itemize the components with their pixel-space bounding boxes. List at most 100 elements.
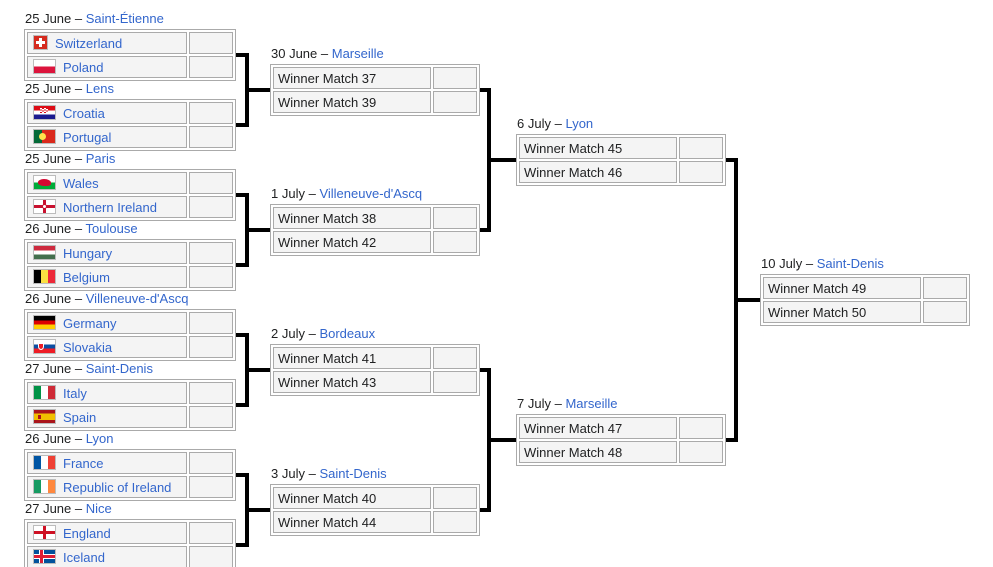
venue-link[interactable]: Lens: [85, 81, 114, 96]
match-table: Winner Match 47 Winner Match 48: [516, 414, 726, 466]
match-header: 6 July – Lyon: [517, 117, 726, 131]
venue-link[interactable]: Toulouse: [85, 221, 138, 236]
score-cell: [433, 347, 477, 369]
venue-link[interactable]: Saint-Denis: [85, 361, 153, 376]
germany-flag-icon: [33, 315, 56, 330]
separator: –: [554, 396, 562, 411]
match-date: 25 June: [25, 11, 72, 26]
connector-line: [245, 508, 270, 512]
score-cell: [189, 102, 233, 124]
team-link[interactable]: France: [63, 456, 104, 471]
team-row: Germany: [27, 312, 233, 334]
separator: –: [74, 431, 83, 446]
separator: –: [74, 501, 83, 516]
wales-flag-icon: [33, 175, 56, 190]
venue-link[interactable]: Marseille: [331, 46, 384, 61]
team-row: Winner Match 46: [519, 161, 723, 183]
team-link[interactable]: Slovakia: [63, 340, 113, 355]
venue-link[interactable]: Bordeaux: [319, 326, 376, 341]
match-date: 25 June: [25, 151, 72, 166]
team-cell: Iceland: [27, 546, 187, 567]
venue-link[interactable]: Paris: [85, 151, 116, 166]
team-row: Republic of Ireland: [27, 476, 233, 498]
team-link[interactable]: Belgium: [63, 270, 110, 285]
team-cell: Germany: [27, 312, 187, 334]
team-link[interactable]: Northern Ireland: [63, 200, 157, 215]
team-link[interactable]: Germany: [63, 316, 117, 331]
venue-link[interactable]: Nice: [85, 501, 112, 516]
separator: –: [74, 151, 83, 166]
score-cell: [679, 441, 723, 463]
england-flag-icon: [33, 525, 56, 540]
match-table: Winner Match 45 Winner Match 46: [516, 134, 726, 186]
team-link[interactable]: Portugal: [63, 130, 112, 145]
team-cell: Winner Match 49: [763, 277, 921, 299]
match-table: Winner Match 40 Winner Match 44: [270, 484, 480, 536]
match-table: Hungary Belgium: [24, 239, 236, 291]
team-link[interactable]: Republic of Ireland: [63, 480, 172, 495]
winner-placeholder: Winner Match 40: [278, 490, 377, 506]
belgium-flag-icon: [33, 269, 56, 284]
connector-line: [480, 88, 491, 92]
team-link[interactable]: England: [63, 526, 111, 541]
team-link[interactable]: Switzerland: [55, 36, 123, 51]
team-cell: Belgium: [27, 266, 187, 288]
team-link[interactable]: Italy: [63, 386, 87, 401]
score-cell: [679, 137, 723, 159]
team-link[interactable]: Poland: [63, 60, 104, 75]
team-cell: Republic of Ireland: [27, 476, 187, 498]
team-row: Winner Match 48: [519, 441, 723, 463]
match-final: 10 July – Saint-Denis Winner Match 49 Wi…: [760, 257, 970, 326]
team-cell: Winner Match 42: [273, 231, 431, 253]
team-row: Slovakia: [27, 336, 233, 358]
match-table: Winner Match 38 Winner Match 42: [270, 204, 480, 256]
team-cell: Winner Match 40: [273, 487, 431, 509]
venue-link[interactable]: Villeneuve-d'Ascq: [319, 186, 423, 201]
score-cell: [433, 371, 477, 393]
team-row: Northern Ireland: [27, 196, 233, 218]
match-table: France Republic of Ireland: [24, 449, 236, 501]
team-cell: Winner Match 38: [273, 207, 431, 229]
match-r16-40: 26 June – Lyon France Republic of Irelan…: [24, 432, 236, 501]
score-cell: [433, 207, 477, 229]
slovakia-flag-icon: [33, 339, 56, 354]
separator: –: [308, 186, 316, 201]
team-link[interactable]: Spain: [63, 410, 97, 425]
separator: –: [74, 221, 83, 236]
separator: –: [554, 116, 562, 131]
team-cell: Winner Match 44: [273, 511, 431, 533]
team-link[interactable]: Croatia: [63, 106, 105, 121]
score-cell: [189, 452, 233, 474]
venue-link[interactable]: Saint-Denis: [319, 466, 387, 481]
connector-line: [245, 228, 270, 232]
team-cell: Wales: [27, 172, 187, 194]
match-date: 25 June: [25, 81, 72, 96]
match-date: 7 July: [517, 396, 551, 411]
score-cell: [923, 277, 967, 299]
winner-placeholder: Winner Match 49: [768, 280, 867, 296]
team-link[interactable]: Wales: [63, 176, 99, 191]
score-cell: [189, 336, 233, 358]
portugal-flag-icon: [33, 129, 56, 144]
venue-link[interactable]: Marseille: [565, 396, 618, 411]
match-header: 30 June – Marseille: [271, 47, 480, 61]
match-table: Winner Match 49 Winner Match 50: [760, 274, 970, 326]
match-date: 26 June: [25, 431, 72, 446]
separator: –: [74, 361, 83, 376]
venue-link[interactable]: Saint-Étienne: [85, 11, 164, 26]
connector-line: [236, 403, 249, 407]
match-r16-39: 25 June – Lens Croatia Portugal: [24, 82, 236, 151]
team-link[interactable]: Iceland: [63, 550, 105, 565]
venue-link[interactable]: Lyon: [85, 431, 114, 446]
venue-link[interactable]: Villeneuve-d'Ascq: [85, 291, 189, 306]
venue-link[interactable]: Lyon: [565, 116, 594, 131]
venue-link[interactable]: Saint-Denis: [816, 256, 884, 271]
score-cell: [189, 266, 233, 288]
team-link[interactable]: Hungary: [63, 246, 113, 261]
score-cell: [679, 417, 723, 439]
match-header: 1 July – Villeneuve-d'Ascq: [271, 187, 480, 201]
match-qf-45: 30 June – Marseille Winner Match 37 Winn…: [270, 47, 480, 116]
team-row: Poland: [27, 56, 233, 78]
match-header: 2 July – Bordeaux: [271, 327, 480, 341]
team-row: Switzerland: [27, 32, 233, 54]
